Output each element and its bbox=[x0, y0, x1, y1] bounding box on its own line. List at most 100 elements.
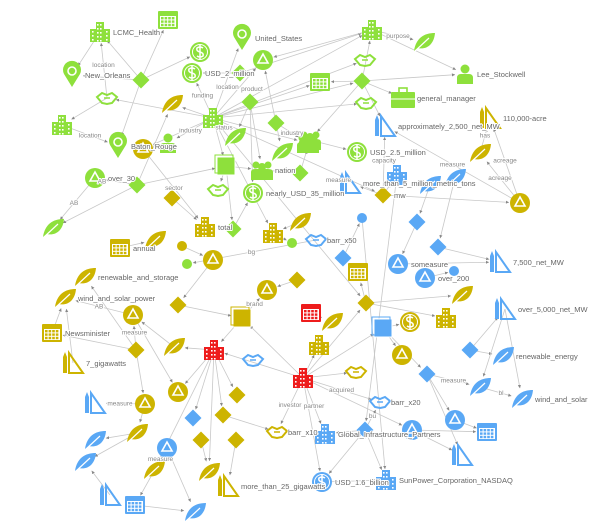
node-dollar[interactable] bbox=[400, 312, 420, 332]
node-dollar[interactable] bbox=[182, 63, 202, 83]
node-calendar[interactable] bbox=[125, 496, 145, 514]
node-dollar[interactable] bbox=[243, 183, 263, 203]
node-building[interactable] bbox=[52, 115, 72, 135]
node-handshake[interactable] bbox=[265, 425, 289, 440]
node-calendar[interactable] bbox=[301, 304, 321, 322]
node-leaf[interactable] bbox=[42, 219, 64, 239]
node-recycle[interactable] bbox=[415, 268, 435, 288]
node-leaf[interactable] bbox=[492, 347, 514, 367]
node-leaf[interactable] bbox=[469, 378, 491, 398]
node-circle[interactable] bbox=[177, 241, 187, 251]
node-handshake[interactable] bbox=[353, 53, 377, 68]
node-leaf[interactable] bbox=[419, 176, 441, 196]
node-diamond[interactable] bbox=[214, 406, 232, 424]
node-leaf[interactable] bbox=[54, 289, 76, 309]
node-square[interactable] bbox=[230, 306, 252, 328]
node-recycle[interactable] bbox=[253, 50, 273, 70]
node-recycle[interactable] bbox=[402, 420, 422, 440]
node-circle[interactable] bbox=[449, 266, 459, 276]
node-recycle[interactable] bbox=[392, 345, 412, 365]
node-recycle[interactable] bbox=[123, 305, 143, 325]
node-diamond[interactable] bbox=[429, 238, 447, 256]
node-person[interactable] bbox=[160, 133, 176, 154]
node-dollar[interactable] bbox=[190, 42, 210, 62]
node-diamond[interactable] bbox=[408, 213, 426, 231]
node-ruler[interactable] bbox=[495, 295, 517, 320]
node-leaf[interactable] bbox=[74, 268, 96, 288]
node-dollar[interactable] bbox=[312, 472, 332, 492]
node-leaf[interactable] bbox=[161, 95, 183, 115]
node-calendar[interactable] bbox=[348, 263, 368, 281]
node-diamond[interactable] bbox=[192, 431, 210, 449]
node-square[interactable] bbox=[214, 154, 236, 176]
node-handshake[interactable] bbox=[344, 365, 368, 380]
node-handshake[interactable] bbox=[354, 96, 378, 111]
node-circle[interactable] bbox=[182, 259, 192, 269]
node-leaf[interactable] bbox=[321, 313, 343, 333]
node-leaf[interactable] bbox=[144, 231, 166, 251]
node-people[interactable] bbox=[251, 161, 273, 181]
node-leaf[interactable] bbox=[444, 169, 466, 189]
node-leaf[interactable] bbox=[163, 338, 185, 358]
node-diamond[interactable] bbox=[163, 189, 181, 207]
node-handshake[interactable] bbox=[241, 353, 265, 368]
node-pin[interactable] bbox=[109, 131, 127, 158]
node-dollar[interactable] bbox=[347, 142, 367, 162]
node-leaf[interactable] bbox=[451, 286, 473, 306]
node-leaf[interactable] bbox=[224, 128, 246, 148]
node-ruler[interactable] bbox=[480, 104, 502, 129]
node-handshake[interactable] bbox=[304, 233, 328, 248]
node-circle[interactable] bbox=[287, 238, 297, 248]
node-circle[interactable] bbox=[357, 213, 367, 223]
node-building[interactable] bbox=[204, 340, 224, 360]
node-building[interactable] bbox=[293, 368, 313, 388]
node-diamond[interactable] bbox=[267, 114, 285, 132]
node-ruler[interactable] bbox=[218, 472, 240, 497]
node-recycle[interactable] bbox=[168, 382, 188, 402]
node-recycle[interactable] bbox=[157, 438, 177, 458]
node-diamond[interactable] bbox=[418, 365, 436, 383]
node-person[interactable] bbox=[457, 64, 473, 85]
node-leaf[interactable] bbox=[84, 431, 106, 451]
node-handshake[interactable] bbox=[206, 183, 230, 198]
node-diamond[interactable] bbox=[169, 296, 187, 314]
node-diamond[interactable] bbox=[132, 71, 150, 89]
node-leaf[interactable] bbox=[289, 213, 311, 233]
node-pin[interactable] bbox=[63, 60, 81, 87]
node-recycle[interactable] bbox=[133, 139, 153, 159]
node-briefcase[interactable] bbox=[391, 87, 415, 108]
node-ruler[interactable] bbox=[100, 481, 122, 506]
node-diamond[interactable] bbox=[357, 294, 375, 312]
node-diamond[interactable] bbox=[461, 341, 479, 359]
node-building[interactable] bbox=[90, 22, 110, 42]
node-square[interactable] bbox=[371, 316, 393, 338]
node-building[interactable] bbox=[376, 470, 396, 490]
node-calendar[interactable] bbox=[42, 324, 62, 342]
node-leaf[interactable] bbox=[469, 144, 491, 164]
node-building[interactable] bbox=[203, 108, 223, 128]
node-ruler[interactable] bbox=[340, 169, 362, 194]
node-recycle[interactable] bbox=[445, 410, 465, 430]
node-building[interactable] bbox=[309, 335, 329, 355]
node-leaf[interactable] bbox=[511, 390, 533, 410]
node-recycle[interactable] bbox=[388, 254, 408, 274]
node-leaf[interactable] bbox=[143, 461, 165, 481]
node-building[interactable] bbox=[263, 223, 283, 243]
node-ruler[interactable] bbox=[490, 248, 512, 273]
node-building[interactable] bbox=[315, 424, 335, 444]
node-diamond[interactable] bbox=[228, 386, 246, 404]
node-leaf[interactable] bbox=[74, 453, 96, 473]
node-leaf[interactable] bbox=[271, 143, 293, 163]
node-leaf[interactable] bbox=[126, 424, 148, 444]
node-people[interactable] bbox=[299, 131, 321, 151]
node-calendar[interactable] bbox=[110, 239, 130, 257]
node-diamond[interactable] bbox=[353, 72, 371, 90]
node-ruler[interactable] bbox=[63, 349, 85, 374]
node-recycle[interactable] bbox=[135, 394, 155, 414]
node-diamond[interactable] bbox=[374, 186, 392, 204]
node-handshake[interactable] bbox=[368, 395, 392, 410]
node-calendar[interactable] bbox=[477, 423, 497, 441]
node-diamond[interactable] bbox=[288, 271, 306, 289]
node-pin[interactable] bbox=[233, 23, 251, 50]
node-handshake[interactable] bbox=[95, 91, 119, 106]
